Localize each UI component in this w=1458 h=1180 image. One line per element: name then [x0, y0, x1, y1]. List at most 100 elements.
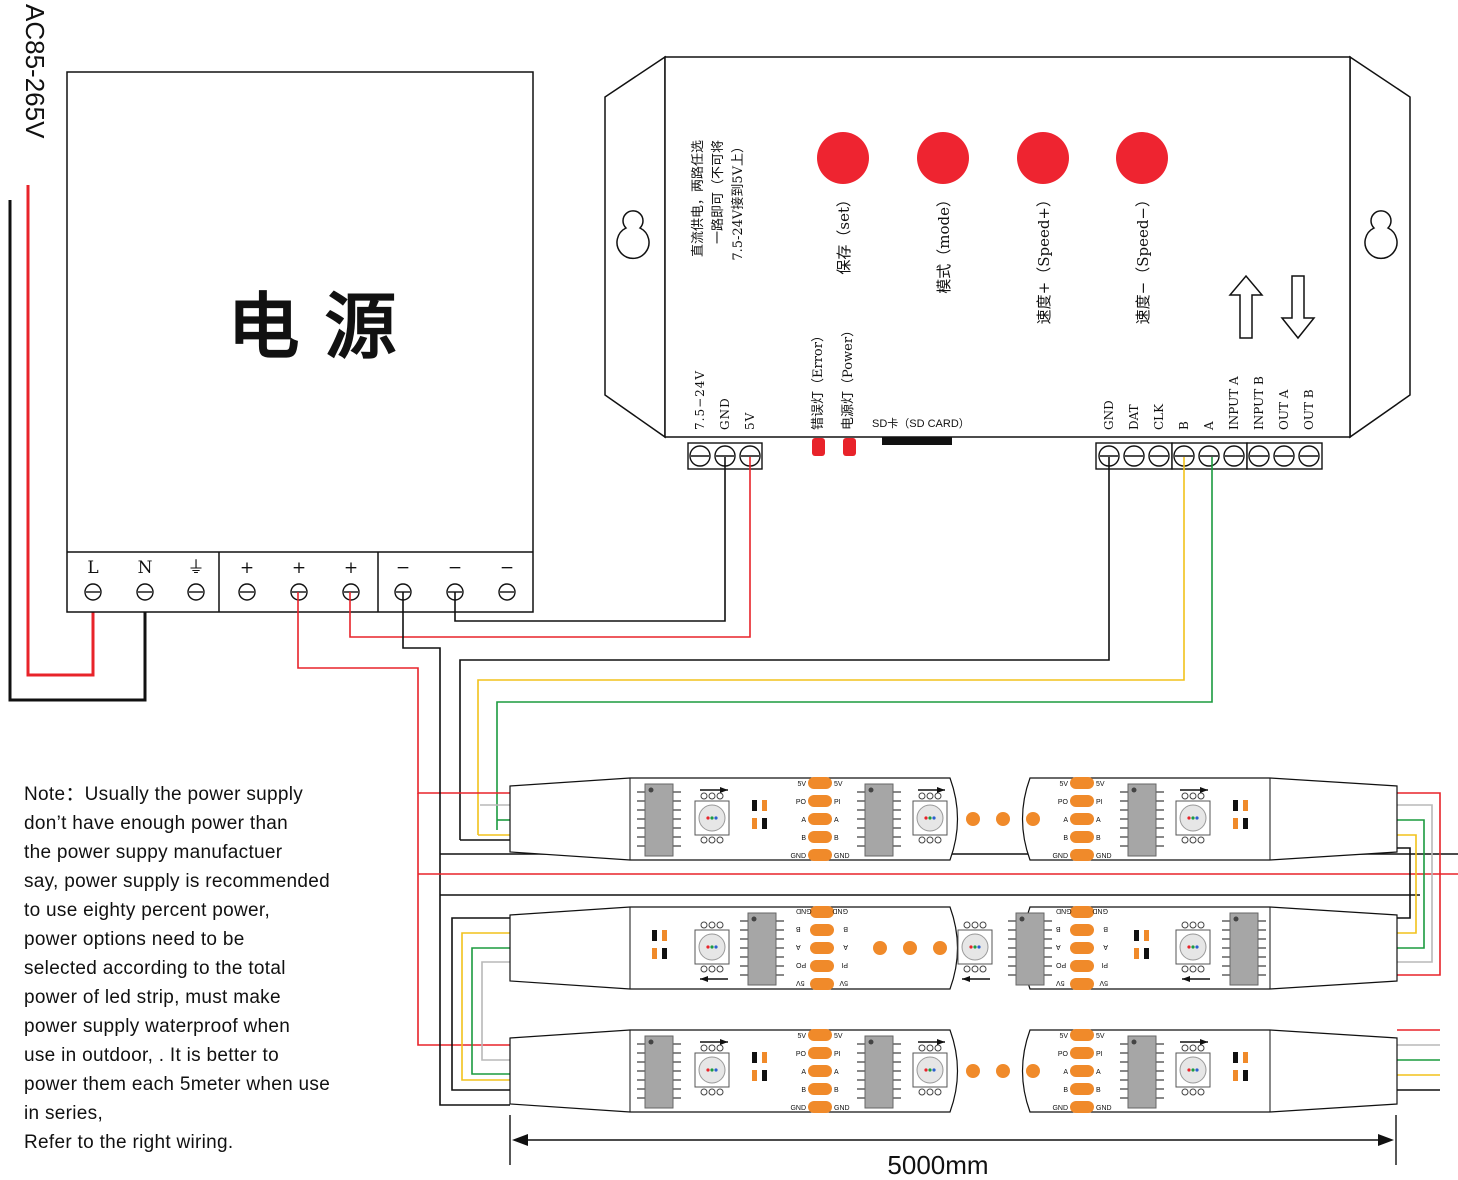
pad-label: A — [1063, 1069, 1068, 1076]
rgb-led — [694, 1044, 730, 1096]
controller-terminal-label: OUT A — [1277, 389, 1291, 430]
controller-terminal-label: 5V — [743, 412, 757, 430]
controller-terminal-label: INPUT A — [1227, 376, 1241, 430]
pad-label: PI — [841, 961, 848, 968]
controller-terminal-label: A — [1202, 421, 1216, 431]
smd-components — [1134, 930, 1149, 959]
pad-label: GND — [1092, 907, 1108, 914]
psu-terminal-label: − — [448, 558, 462, 578]
psu-screw-terminal — [238, 583, 256, 601]
rgb-led — [912, 1044, 948, 1096]
signal-screw-terminal — [1248, 445, 1270, 467]
strip-segment-left — [509, 777, 959, 861]
controller-terminal-label: GND — [1102, 400, 1116, 430]
ic-chip — [1120, 1035, 1164, 1109]
direction-arrow-icon — [1182, 976, 1210, 982]
direction-arrows — [1228, 274, 1316, 340]
pad-label: PI — [834, 1051, 841, 1058]
power-led — [843, 438, 856, 456]
controller-button-label: 速度−（Speed−） — [1134, 192, 1152, 324]
mount-hole-left — [616, 210, 650, 260]
pad-label: A — [1063, 817, 1068, 824]
pad-label: A — [801, 1069, 806, 1076]
pad-label: A — [796, 943, 801, 950]
pad-label: PO — [1055, 961, 1066, 968]
pad-label: A — [801, 817, 806, 824]
psu-screw-terminal — [342, 583, 360, 601]
pad-label: PO — [795, 961, 806, 968]
controller-button-label: 保存（set） — [835, 192, 853, 275]
controller-button — [817, 132, 869, 184]
pad-label: B — [834, 835, 839, 842]
pad-label: GND — [1096, 1105, 1112, 1112]
psu-terminal-label: − — [396, 558, 410, 578]
rgb-led — [957, 921, 993, 973]
note-line: power them each 5meter when use — [24, 1074, 331, 1095]
note-text: Note：Usually the power supply don’t have … — [24, 780, 414, 1157]
psu-terminal-label: + — [292, 558, 306, 578]
pad-label: B — [1063, 835, 1068, 842]
psu-terminal-label: − — [500, 558, 514, 578]
pad-label: B — [1096, 1087, 1101, 1094]
strip-segment-left — [509, 906, 959, 990]
pad-label: B — [1063, 1087, 1068, 1094]
sd-card-label: SD卡（SD CARD） — [872, 417, 970, 430]
sd-card-slot — [882, 437, 952, 445]
mount-hole-right — [1364, 210, 1398, 260]
pad-label: 5V — [1059, 1033, 1068, 1040]
psu-screw-terminal — [187, 583, 205, 601]
pad-label: B — [843, 925, 848, 932]
rgb-led — [1175, 792, 1211, 844]
pad-label: GND — [796, 907, 812, 914]
note-line: use in outdoor, . It is better to — [24, 1045, 279, 1066]
pad-label: PI — [1096, 799, 1103, 806]
controller-button — [1017, 132, 1069, 184]
direction-arrow-icon — [1180, 1039, 1208, 1045]
pad-label: 5V — [796, 979, 805, 986]
continuation-dot — [966, 1064, 980, 1078]
signal-screw-terminal — [1148, 445, 1170, 467]
pad-label: GND — [1052, 1105, 1068, 1112]
pad-label: 5V — [1059, 781, 1068, 788]
psu-title: 电 源 — [227, 284, 396, 369]
note-line: power options need to be — [24, 929, 245, 950]
pad-label: 5V — [1096, 781, 1105, 788]
signal-screw-terminal — [1198, 445, 1220, 467]
note-line: Note：Usually the power supply — [24, 784, 304, 805]
pad-label: A — [1056, 943, 1061, 950]
continuation-dot — [1026, 812, 1040, 826]
pad-label: GND — [1096, 853, 1112, 860]
power-note-line: 一路即可（不可将 — [710, 140, 726, 244]
continuation-dot — [996, 812, 1010, 826]
controller-button-label: 模式（mode） — [935, 192, 953, 294]
pad-label: B — [834, 1087, 839, 1094]
psu-terminal-label: ⏚ — [188, 558, 205, 578]
pad-label: 5V — [1096, 1033, 1105, 1040]
continuation-dot — [903, 941, 917, 955]
led-label: 错误灯（Error） — [811, 329, 826, 430]
continuation-dot — [933, 941, 947, 955]
rgb-led — [1175, 1044, 1211, 1096]
ac-neutral-wire — [8, 200, 147, 702]
pad-label: 5V — [1056, 979, 1065, 986]
signal-screw-terminal — [1273, 445, 1295, 467]
ac-live-wire — [26, 185, 95, 677]
note-line: power of led strip, must make — [24, 987, 281, 1008]
pad-label: B — [1103, 925, 1108, 932]
psu-screw-terminal — [290, 583, 308, 601]
pad-label: PI — [1101, 961, 1108, 968]
strip-segment-left — [509, 1029, 959, 1113]
controller-terminal-label: GND — [718, 397, 732, 430]
controller-button — [917, 132, 969, 184]
pad-label: 5V — [834, 781, 843, 788]
pad-label: A — [834, 817, 839, 824]
note-line: don’t have enough power than — [24, 813, 289, 834]
